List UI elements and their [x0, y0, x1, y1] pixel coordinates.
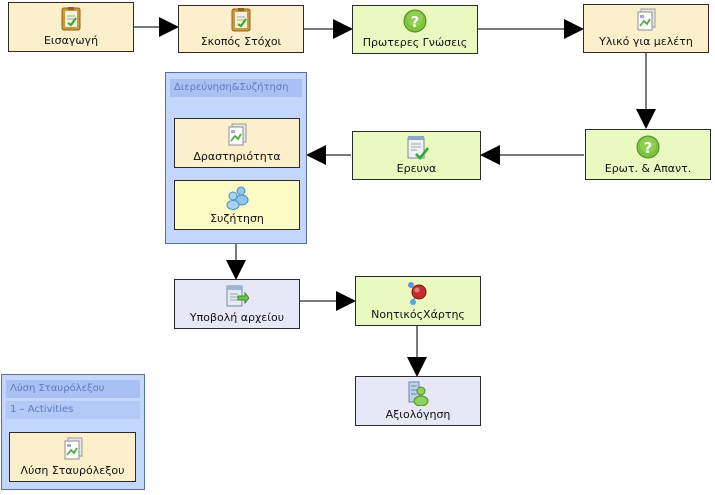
node-file-upload[interactable]: Υποβολή αρχείου	[174, 279, 300, 329]
node-assessment[interactable]: Αξιολόγηση	[355, 376, 481, 426]
node-research[interactable]: Ερευνα	[352, 131, 481, 180]
people-icon	[225, 184, 249, 210]
question-icon	[403, 8, 427, 34]
question-icon	[636, 134, 660, 160]
node-prior-knowledge-label: Πρωτερες Γνώσεις	[362, 36, 468, 49]
node-study-material-label: Υλικό για μελέτη	[599, 35, 693, 48]
node-mind-map[interactable]: ΝοητικόςΧάρτης	[355, 276, 481, 326]
node-crossword-label: Λύση Σταυρόλεξου	[20, 464, 125, 477]
node-goals-label: Σκοπός Στόχοι	[200, 35, 282, 48]
node-study-material[interactable]: Υλικό για μελέτη	[583, 4, 709, 53]
node-mind-map-label: ΝοητικόςΧάρτης	[371, 308, 465, 321]
group-crossword[interactable]: Λύση Σταυρόλεξου 1 – Activities Λύση Στα…	[1, 374, 145, 490]
node-file-upload-label: Υποβολή αρχείου	[189, 311, 285, 324]
node-research-label: Ερευνα	[396, 162, 437, 175]
node-qa-label: Ερωτ. & Απαντ.	[604, 162, 692, 175]
notepad-icon	[229, 7, 253, 33]
node-prior-knowledge[interactable]: Πρωτερες Γνώσεις	[352, 5, 478, 54]
checklist-icon	[405, 134, 429, 160]
node-qa[interactable]: Ερωτ. & Απαντ.	[585, 129, 711, 180]
group-crossword-subtitle: 1 – Activities	[6, 401, 140, 419]
image-document-icon	[634, 7, 658, 33]
upload-file-icon	[225, 283, 249, 309]
node-activity-label: Δραστηριότητα	[193, 150, 281, 163]
node-assessment-label: Αξιολόγηση	[385, 408, 451, 421]
node-intro-label: Εισαγωγή	[43, 34, 99, 47]
image-document-icon	[61, 436, 85, 462]
node-intro[interactable]: Εισαγωγή	[8, 2, 134, 52]
node-activity[interactable]: Δραστηριότητα	[174, 118, 300, 168]
molecule-icon	[406, 280, 430, 306]
assessment-icon	[406, 380, 430, 406]
group-inquiry-discussion[interactable]: Διερεύνηση&Συζήτηση Δραστηριότητα Συζήτη…	[165, 72, 307, 244]
group-crossword-title: Λύση Σταυρόλεξου	[6, 380, 140, 398]
image-document-icon	[225, 122, 249, 148]
node-discussion[interactable]: Συζήτηση	[174, 180, 300, 230]
node-discussion-label: Συζήτηση	[210, 212, 264, 225]
node-crossword[interactable]: Λύση Σταυρόλεξου	[9, 432, 136, 482]
group-inquiry-title: Διερεύνηση&Συζήτηση	[170, 79, 302, 97]
notepad-icon	[59, 6, 83, 32]
node-goals[interactable]: Σκοπός Στόχοι	[178, 5, 304, 53]
